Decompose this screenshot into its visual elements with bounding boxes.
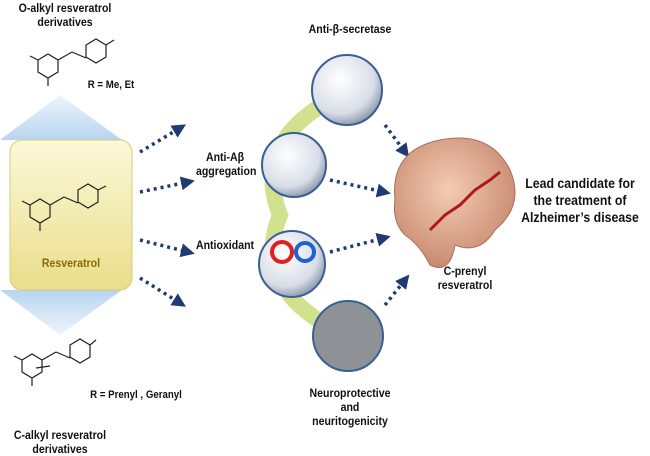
arrow-neuro-to-brain <box>383 274 410 307</box>
label-antioxidant: Antioxidant <box>195 238 255 252</box>
o-alkyl-r-groups: R = Me, Et <box>87 79 135 91</box>
label-c-prenyl-resveratrol: C-prenyl resveratrol <box>437 264 493 292</box>
antioxidant-image <box>258 230 326 298</box>
antioxidant-blue-molecule <box>294 241 316 263</box>
c-alkyl-title-line2: derivatives <box>32 442 88 456</box>
label-anti-abeta-aggregation: Anti-Aβ aggregation <box>195 150 257 178</box>
arrow-to-anti-abeta <box>139 176 195 194</box>
label-neuroprotective: Neuroprotective and neuritogenicity <box>309 386 391 428</box>
label-anti-beta-secretase: Anti-β-secretase <box>308 22 392 36</box>
arrow-to-antioxidant <box>139 238 195 258</box>
o-alkyl-title-line2: derivatives <box>37 15 93 29</box>
c-prenyl-molecule <box>428 170 501 232</box>
bottom-triangle <box>0 290 122 335</box>
brain-image <box>394 137 516 268</box>
arrow-to-anti-beta-secretase <box>139 124 187 154</box>
resveratrol-box <box>9 139 133 291</box>
c-alkyl-title-line1: C-alkyl resveratrol <box>13 428 107 442</box>
top-triangle <box>0 95 122 140</box>
anti-beta-secretase-image <box>311 54 383 126</box>
arrow-to-neuroprotective <box>139 276 186 307</box>
o-alkyl-structure <box>29 38 115 86</box>
neuroprotective-image <box>312 300 384 372</box>
arrow-abeta-to-brain <box>329 178 391 198</box>
anti-abeta-image <box>261 132 327 198</box>
resveratrol-label: Resveratrol <box>41 256 101 270</box>
resveratrol-structure <box>21 183 107 231</box>
activity-arc <box>264 87 349 343</box>
arrow-top-to-brain <box>383 123 410 158</box>
c-alkyl-r-groups: R = Prenyl , Geranyl <box>90 389 182 401</box>
antioxidant-red-molecule <box>270 240 294 264</box>
label-lead-candidate: Lead candidate for the treatment of Alzh… <box>521 175 639 225</box>
o-alkyl-title-line1: O-alkyl resveratrol <box>18 1 112 15</box>
c-alkyl-structure <box>13 338 97 386</box>
arrow-antiox-to-brain <box>329 232 391 254</box>
